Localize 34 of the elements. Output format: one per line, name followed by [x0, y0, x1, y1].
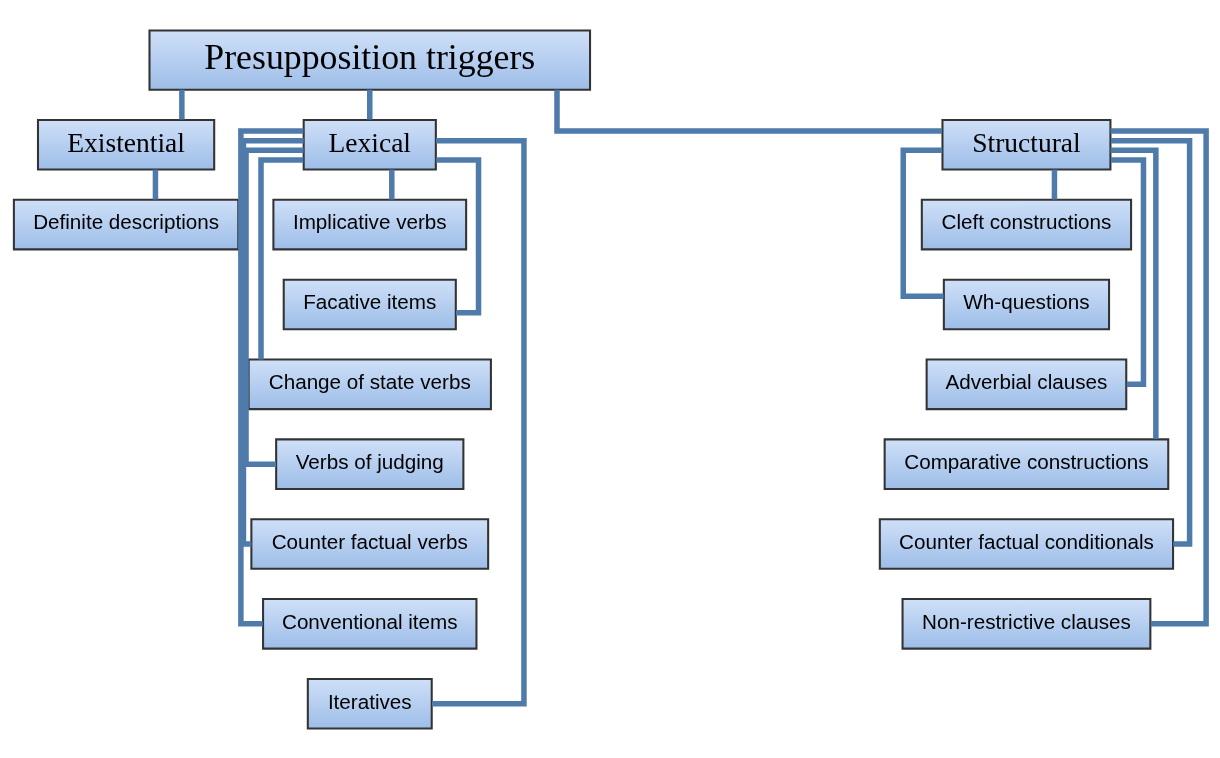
connector: [1110, 137, 1193, 547]
connector: [1110, 156, 1147, 387]
node-box: Adverbial clauses: [925, 358, 1128, 410]
node-box: Implicative verbs: [272, 198, 468, 250]
node-box: Existential: [36, 118, 216, 171]
node-box: Counter factual verbs: [250, 517, 490, 570]
node-box: Lexical: [302, 118, 437, 171]
node-box: Non-restrictive clauses: [901, 597, 1152, 650]
connector: [179, 89, 185, 120]
connector: [900, 147, 944, 299]
connector: [243, 147, 304, 467]
connector: [258, 156, 304, 359]
connector: [554, 89, 942, 134]
node-box: Wh-questions: [942, 278, 1111, 330]
node-box: Facative items: [282, 278, 457, 330]
connector: [367, 89, 373, 120]
connector: [152, 169, 159, 200]
connector: [389, 169, 395, 200]
node-box: Definite descriptions: [12, 198, 240, 250]
node-box: Change of state verbs: [247, 358, 492, 410]
connector: [1051, 169, 1058, 200]
node-box: Iteratives: [306, 677, 433, 730]
node-box: Verbs of judging: [275, 437, 465, 490]
connector: [436, 156, 482, 315]
node-box: Presupposition triggers: [148, 28, 592, 91]
connector: [238, 127, 304, 627]
node-box: Comparative constructions: [883, 437, 1170, 490]
connector: [432, 137, 527, 706]
node-box: Counter factual conditionals: [878, 517, 1175, 570]
connector: [1110, 127, 1209, 627]
node-box: Cleft constructions: [920, 198, 1133, 250]
node-box: Conventional items: [262, 597, 478, 650]
connector: [1110, 147, 1159, 439]
node-box: Structural: [941, 118, 1112, 171]
